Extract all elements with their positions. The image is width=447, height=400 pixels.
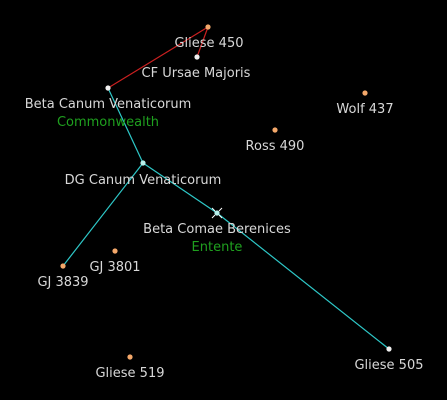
star-gj-3839[interactable] [60,263,66,269]
hyperlane-dg-canum-venaticorum-to-gj-3839 [62,162,144,267]
star-beta-comae-berenices[interactable] [214,210,220,216]
hyperlane-beta-canum-venaticorum-to-dg-canum-venaticorum [107,87,144,164]
star-label-gj-3801[interactable]: GJ 3801 [89,260,140,275]
star-wolf-437[interactable] [362,90,368,96]
star-label-beta-comae-berenices[interactable]: Beta Comae Berenices [143,222,291,237]
star-label-gj-3839[interactable]: GJ 3839 [37,275,88,290]
star-cf-ursae-majoris[interactable] [194,54,200,60]
star-label-ross-490[interactable]: Ross 490 [246,139,305,154]
hyperlane-dg-canum-venaticorum-to-beta-comae-berenices [142,162,218,214]
star-label-gliese-450[interactable]: Gliese 450 [174,36,243,51]
star-label-wolf-437[interactable]: Wolf 437 [336,102,393,117]
faction-label-beta-comae-berenices: Entente [192,240,243,255]
star-beta-canum-venaticorum[interactable] [105,85,111,91]
star-ross-490[interactable] [272,127,278,133]
star-label-cf-ursae-majoris[interactable]: CF Ursae Majoris [142,66,251,81]
star-gj-3801[interactable] [112,248,118,254]
star-label-beta-canum-venaticorum[interactable]: Beta Canum Venaticorum [25,97,192,112]
star-gliese-519[interactable] [127,354,133,360]
hyperlane-gliese-450-to-cf-ursae-majoris [196,26,209,58]
star-dg-canum-venaticorum[interactable] [140,160,146,166]
hyperlane-layer [62,26,390,350]
star-gliese-505[interactable] [386,346,392,352]
star-label-gliese-505[interactable]: Gliese 505 [354,358,423,373]
star-gliese-450[interactable] [205,24,211,30]
star-label-gliese-519[interactable]: Gliese 519 [95,366,164,381]
selection-crosshair-icon [211,207,223,219]
faction-label-beta-canum-venaticorum: Commonwealth [57,115,159,130]
star-layer [60,24,392,360]
hyperlane-gliese-450-to-beta-canum-venaticorum [107,26,209,89]
star-label-dg-canum-venaticorum[interactable]: DG Canum Venaticorum [65,173,222,188]
hyperlane-beta-comae-berenices-to-gliese-505 [216,212,390,350]
